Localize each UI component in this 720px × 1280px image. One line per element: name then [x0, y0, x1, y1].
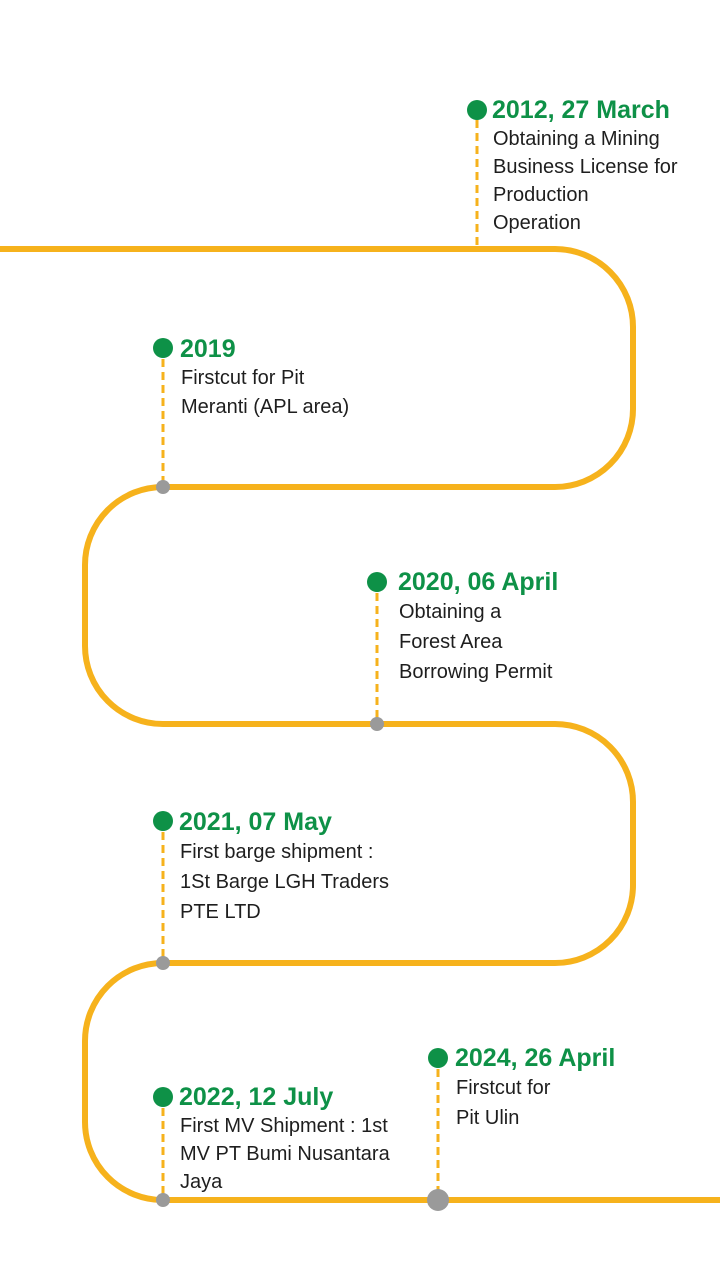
event-description-line: Obtaining a	[399, 601, 502, 623]
event-date: 2012, 27 March	[492, 96, 670, 124]
event-anchor-3	[156, 956, 170, 970]
event-description-line: Jaya	[180, 1171, 223, 1193]
event-description-line: First MV Shipment : 1st	[180, 1115, 388, 1137]
event-date: 2024, 26 April	[455, 1044, 616, 1072]
event-description-line: Operation	[493, 212, 581, 234]
event-dot-2	[367, 572, 387, 592]
event-description-line: 1St Barge LGH Traders	[180, 871, 389, 893]
event-anchor-2	[370, 717, 384, 731]
event-description-line: Meranti (APL area)	[181, 396, 350, 418]
event-description-line: First barge shipment :	[180, 841, 374, 863]
event-dot-3	[153, 811, 173, 831]
event-description-line: Firstcut for Pit	[181, 367, 305, 389]
event-date: 2020, 06 April	[398, 568, 559, 596]
event-date: 2021, 07 May	[179, 808, 332, 836]
event-description-line: Obtaining a Mining	[493, 128, 660, 150]
event-anchor-4	[156, 1193, 170, 1207]
event-dot-5	[428, 1048, 448, 1068]
event-description-line: Borrowing Permit	[399, 661, 553, 683]
event-anchor-1	[156, 480, 170, 494]
timeline-path	[0, 246, 720, 1203]
event-dot-0	[467, 100, 487, 120]
event-description-line: Production	[493, 184, 589, 206]
event-dot-4	[153, 1087, 173, 1107]
event-date: 2022, 12 July	[179, 1083, 334, 1111]
event-description-line: Pit Ulin	[456, 1107, 520, 1129]
event-description-line: PTE LTD	[180, 901, 261, 923]
event-description-line: Firstcut for	[456, 1077, 551, 1099]
event-description-line: MV PT Bumi Nusantara	[180, 1143, 390, 1165]
event-description-line: Forest Area	[399, 631, 503, 653]
event-date: 2019	[180, 335, 236, 363]
event-anchor-5	[427, 1189, 449, 1211]
event-dot-1	[153, 338, 173, 358]
event-description-line: Business License for	[493, 156, 678, 178]
